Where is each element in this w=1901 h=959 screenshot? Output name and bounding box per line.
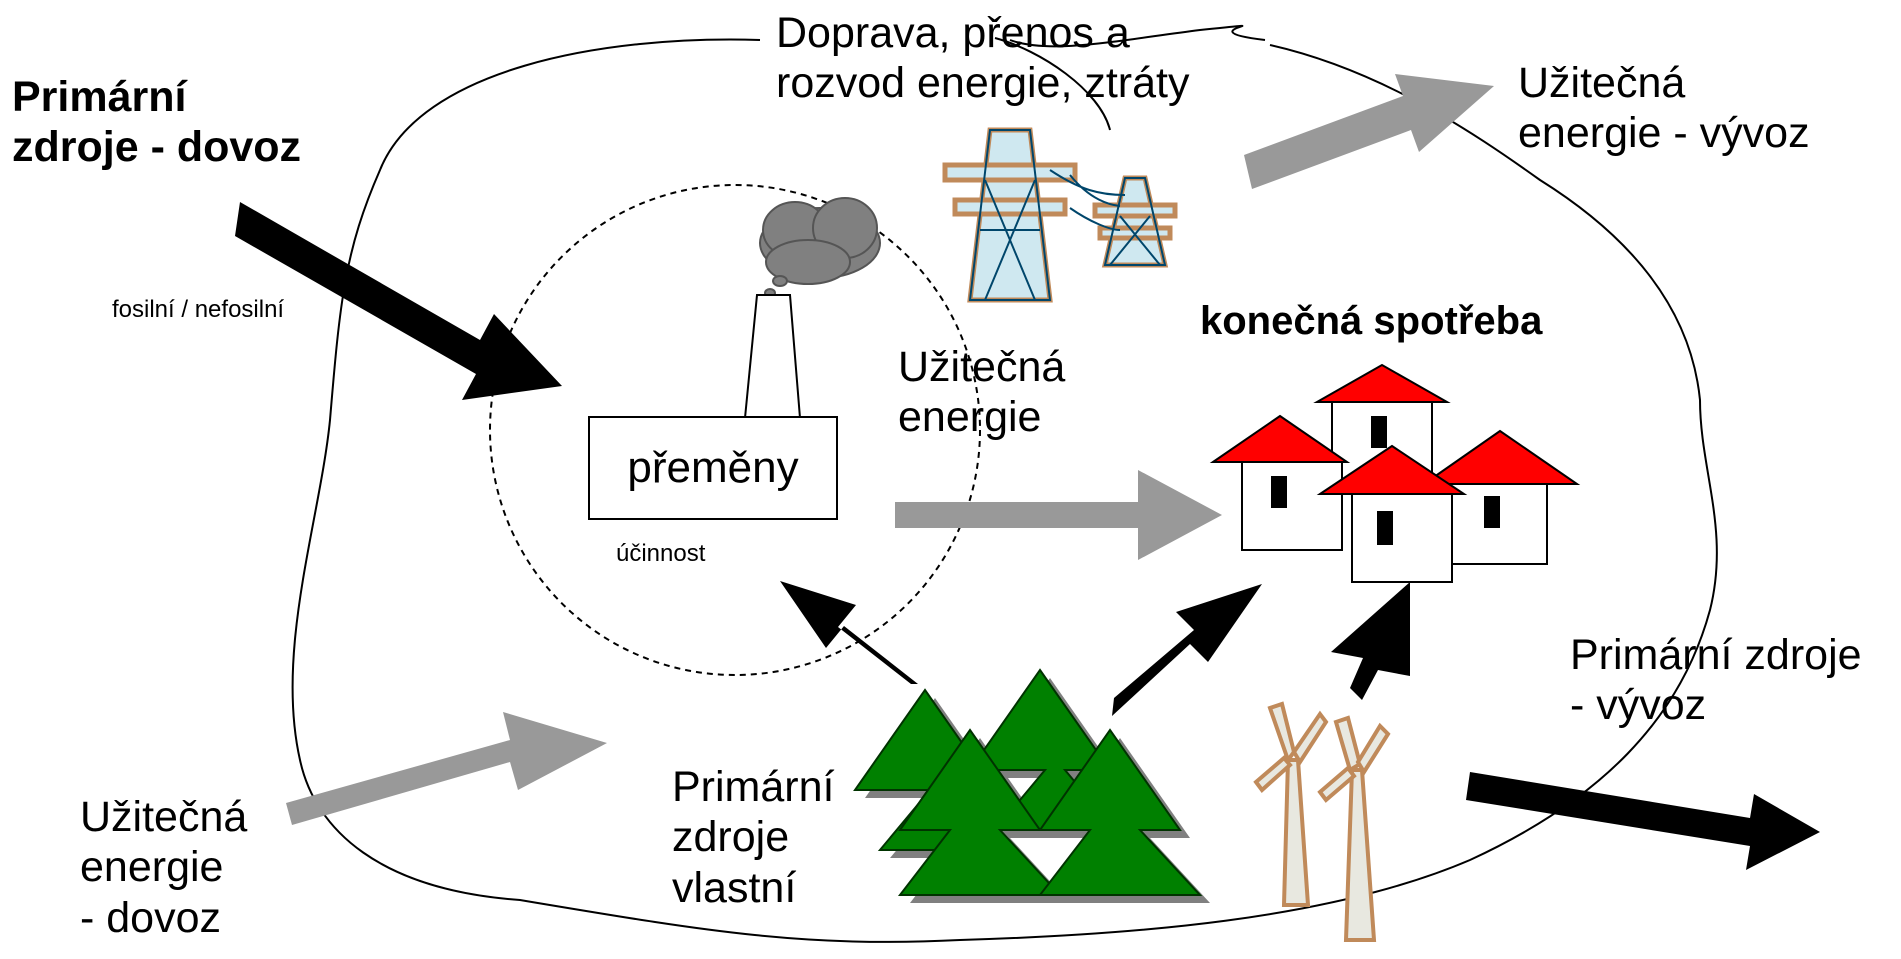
arrow-wind-to-consumption <box>1331 582 1410 700</box>
arrow-primary-export <box>1466 772 1820 870</box>
pylon-lattice <box>968 129 1167 301</box>
primary-export-label: Primární zdroje - vývoz <box>1570 630 1862 731</box>
primary-own-line3: vlastní <box>672 863 797 912</box>
transport-label: Doprava, přenos a rozvod energie, ztráty <box>776 8 1189 109</box>
primary-export-line2: - vývoz <box>1570 681 1707 730</box>
useful-import-line1: Užitečná <box>80 793 248 841</box>
final-consumption-label: konečná spotřeba <box>1200 299 1543 343</box>
useful-export-line2: energie - vývoz <box>1518 109 1810 158</box>
houses-icon <box>1209 363 1581 583</box>
smoke-cloud-icon <box>759 197 881 298</box>
primary-own-label: Primární zdroje vlastní <box>672 762 834 913</box>
useful-import-line3: - dovoz <box>80 893 222 942</box>
arrow-primary-import <box>235 202 562 400</box>
conversions-box: přeměny <box>588 416 838 520</box>
primary-export-line1: Primární zdroje <box>1570 631 1862 679</box>
useful-export-label: Užitečná energie - vývoz <box>1518 58 1810 159</box>
transport-line2: rozvod energie, ztráty <box>776 59 1190 108</box>
useful-import-line2: energie <box>80 843 224 892</box>
useful-import-label: Užitečná energie - dovoz <box>80 792 247 943</box>
system-boundary <box>291 24 1718 943</box>
arrow-useful-export <box>1244 74 1494 189</box>
arrow-own-to-consumption <box>1112 584 1262 716</box>
smokestack-icon <box>743 294 802 419</box>
fuel-type-label: fosilní / nefosilní <box>112 296 285 323</box>
transport-line1: Doprava, přenos a <box>776 9 1130 57</box>
primary-own-line1: Primární <box>672 763 835 811</box>
primary-import-label: Primární zdroje - dovoz <box>12 72 301 173</box>
arrow-useful-energy <box>895 470 1222 560</box>
useful-energy-line1: Užitečná <box>898 343 1066 391</box>
wind-turbines-icon <box>1253 701 1391 942</box>
useful-energy-line2: energie <box>898 393 1042 442</box>
conversions-label: přeměny <box>627 443 799 492</box>
primary-own-line2: zdroje <box>672 813 790 862</box>
arrow-own-to-conversion <box>780 581 918 684</box>
efficiency-label: účinnost <box>616 540 706 567</box>
primary-import-line1: Primární <box>12 73 187 121</box>
conversion-zone-circle <box>489 184 981 676</box>
primary-import-line2: zdroje - dovoz <box>12 123 302 172</box>
trees-icon <box>853 668 1210 903</box>
useful-energy-label: Užitečná energie <box>898 342 1065 443</box>
useful-export-line1: Užitečná <box>1518 59 1686 107</box>
arrow-useful-import <box>286 712 607 825</box>
